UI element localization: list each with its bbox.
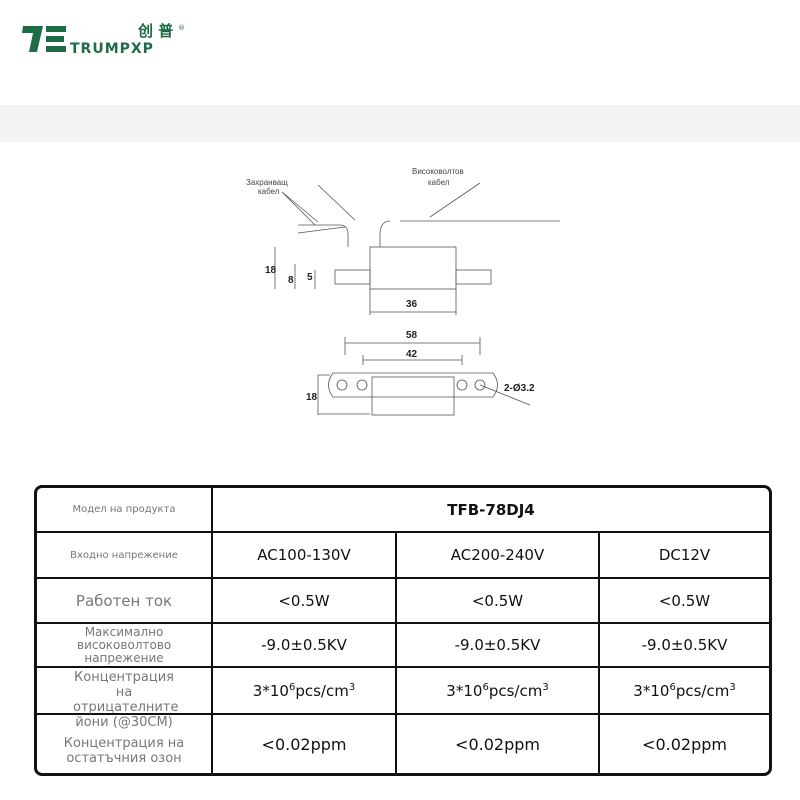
svg-text:5: 5 (307, 272, 313, 283)
table-row: Максимално високоволтово напрежение -9.0… (37, 624, 769, 668)
svg-text:кабел: кабел (428, 178, 450, 187)
svg-text:36: 36 (406, 299, 418, 310)
svg-text:TRUMPXP: TRUMPXP (70, 41, 154, 57)
table-row: Концентрация на остатъчния озон <0.02ppm… (37, 715, 769, 773)
svg-text:кабел: кабел (258, 187, 280, 196)
cell: <0.02ppm (397, 715, 600, 773)
svg-text:2-Ø3.2: 2-Ø3.2 (504, 383, 535, 394)
row-label: Максимално високоволтово напрежение (37, 624, 213, 668)
cell: <0.5W (397, 579, 600, 624)
cell: 3*106pcs/cm3 (600, 668, 769, 715)
svg-text:创 普: 创 普 (137, 22, 173, 40)
table-row: Работен ток <0.5W <0.5W <0.5W (37, 579, 769, 624)
svg-text:8: 8 (288, 275, 294, 286)
svg-text:58: 58 (406, 330, 418, 341)
cell: <0.5W (600, 579, 769, 624)
svg-text:42: 42 (406, 349, 418, 360)
cell: -9.0±0.5KV (397, 624, 600, 668)
header: 创 普 ® TRUMPXP (0, 0, 800, 105)
cell: -9.0±0.5KV (600, 624, 769, 668)
row-label: Концентрация на отрицателните йони (@30C… (73, 670, 179, 730)
table-row: Входно напрежение AC100-130V AC200-240V … (37, 533, 769, 579)
svg-text:Захранващ: Захранващ (246, 178, 288, 187)
table-row: Концентрация на отрицателните йони (@30C… (37, 668, 769, 730)
row-label: Модел на продукта (37, 488, 213, 533)
cell: DC12V (600, 533, 769, 579)
model-value: TFB-78DJ4 (213, 488, 769, 533)
cell: 3*106pcs/cm3 (213, 668, 397, 715)
brand-logo: 创 普 ® TRUMPXP (22, 22, 185, 57)
svg-text:®: ® (178, 24, 185, 32)
row-label: Концентрация на остатъчния озон (37, 715, 213, 773)
svg-text:18: 18 (265, 265, 277, 276)
table-row: Модел на продукта TFB-78DJ4 (37, 488, 769, 533)
cell: AC200-240V (397, 533, 600, 579)
cell: AC100-130V (213, 533, 397, 579)
svg-text:18: 18 (306, 392, 318, 403)
row-label: Входно напрежение (37, 533, 213, 579)
spec-table: Модел на продукта TFB-78DJ4 Входно напре… (34, 485, 772, 776)
cell: <0.5W (213, 579, 397, 624)
separator-band (0, 105, 800, 142)
cell: -9.0±0.5KV (213, 624, 397, 668)
cell: 3*106pcs/cm3 (397, 668, 600, 715)
cell: <0.02ppm (213, 715, 397, 773)
row-label: Работен ток (37, 579, 213, 624)
svg-text:Високоволтов: Високоволтов (412, 167, 464, 176)
cell: <0.02ppm (642, 734, 727, 754)
